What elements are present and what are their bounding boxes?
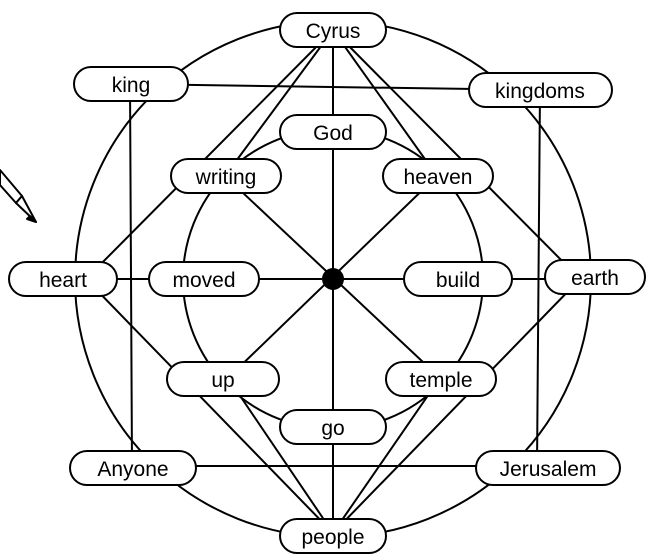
node-temple: temple: [386, 362, 496, 396]
node-writing: writing: [171, 159, 281, 193]
node-label: people: [301, 526, 364, 549]
node-label: writing: [195, 166, 257, 189]
node-kingdoms: kingdoms: [469, 73, 612, 107]
node-go: go: [280, 410, 386, 444]
node-label: go: [321, 417, 344, 440]
node-heaven: heaven: [383, 159, 493, 193]
node-label: Jerusalem: [500, 458, 597, 481]
node-label: heart: [39, 269, 87, 292]
node-jerusalem: Jerusalem: [476, 451, 620, 485]
node-cyrus: Cyrus: [280, 13, 386, 47]
node-label: up: [211, 369, 234, 392]
node-label: moved: [172, 269, 235, 292]
pencil-icon: [0, 170, 36, 222]
node-label: Anyone: [97, 458, 168, 481]
node-label: earth: [571, 267, 619, 290]
node-label: God: [313, 122, 353, 145]
node-anyone: Anyone: [70, 451, 196, 485]
node-people: people: [280, 519, 386, 553]
node-build: build: [404, 262, 512, 296]
node-label: temple: [409, 369, 472, 392]
center-hub: [322, 268, 344, 290]
node-label: build: [436, 269, 480, 292]
node-label: king: [112, 74, 151, 97]
node-label: heaven: [404, 166, 473, 189]
node-king: king: [74, 67, 188, 101]
node-heart: heart: [9, 262, 117, 296]
node-earth: earth: [545, 260, 645, 294]
node-moved: moved: [149, 262, 259, 296]
node-god: God: [280, 115, 386, 149]
node-up: up: [167, 362, 279, 396]
node-label: kingdoms: [495, 80, 585, 103]
node-label: Cyrus: [306, 20, 361, 43]
